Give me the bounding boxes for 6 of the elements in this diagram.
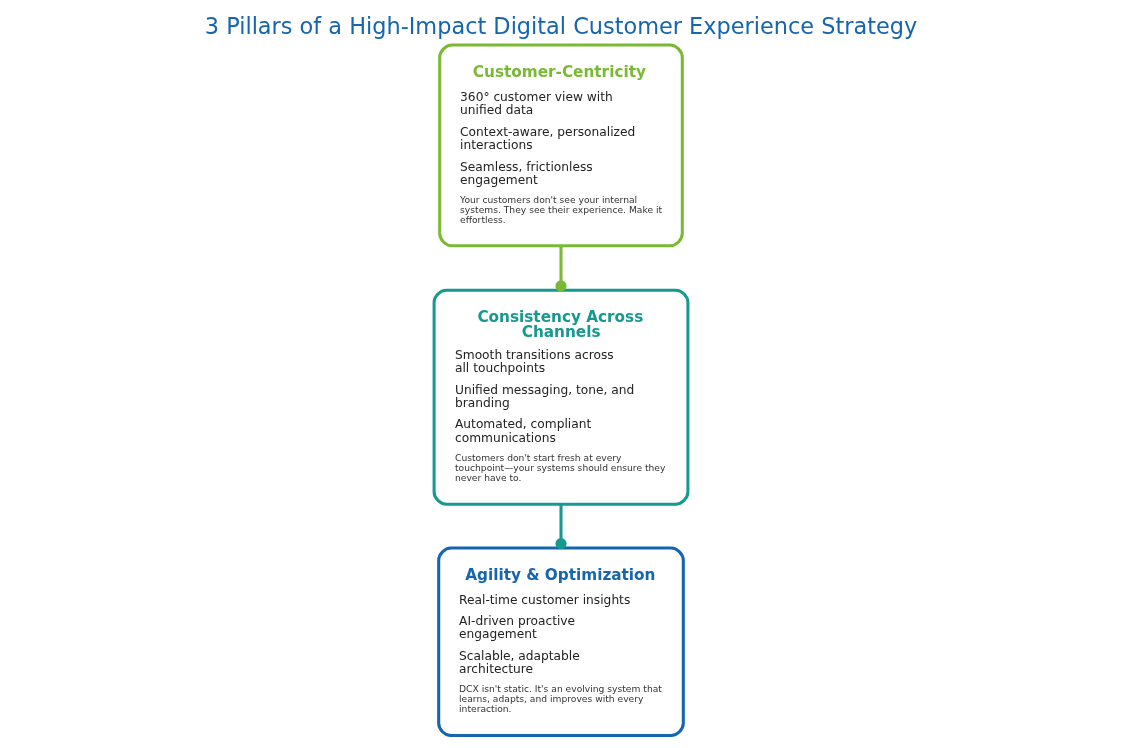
connector xyxy=(555,504,567,550)
node-box: Consistency Across Channels Smooth transitions across all touchpoints Unified messaging, tone, and branding Automated, compliant communications Customers don't start fresh at every touchpoint—your systems should ensure they never have to. xyxy=(432,288,690,506)
connector xyxy=(555,245,567,292)
node-box: Agility & Optimization Real-time customer insights AI-driven proactive engagement Scalable, adaptable architecture DCX isn't static. It's an evolving system that learns, adapts, and improves with every interaction. xyxy=(437,546,685,738)
diagram-title: 3 Pillars of a High-Impact Digital Customer Experience Strategy xyxy=(204,13,918,40)
node-box: Customer-Centricity 360° customer view with unified data Context-aware, personalized interactions Seamless, frictionless engagement Your customers don't see your internal systems. They see their experience. Make it effortless. xyxy=(438,43,684,248)
